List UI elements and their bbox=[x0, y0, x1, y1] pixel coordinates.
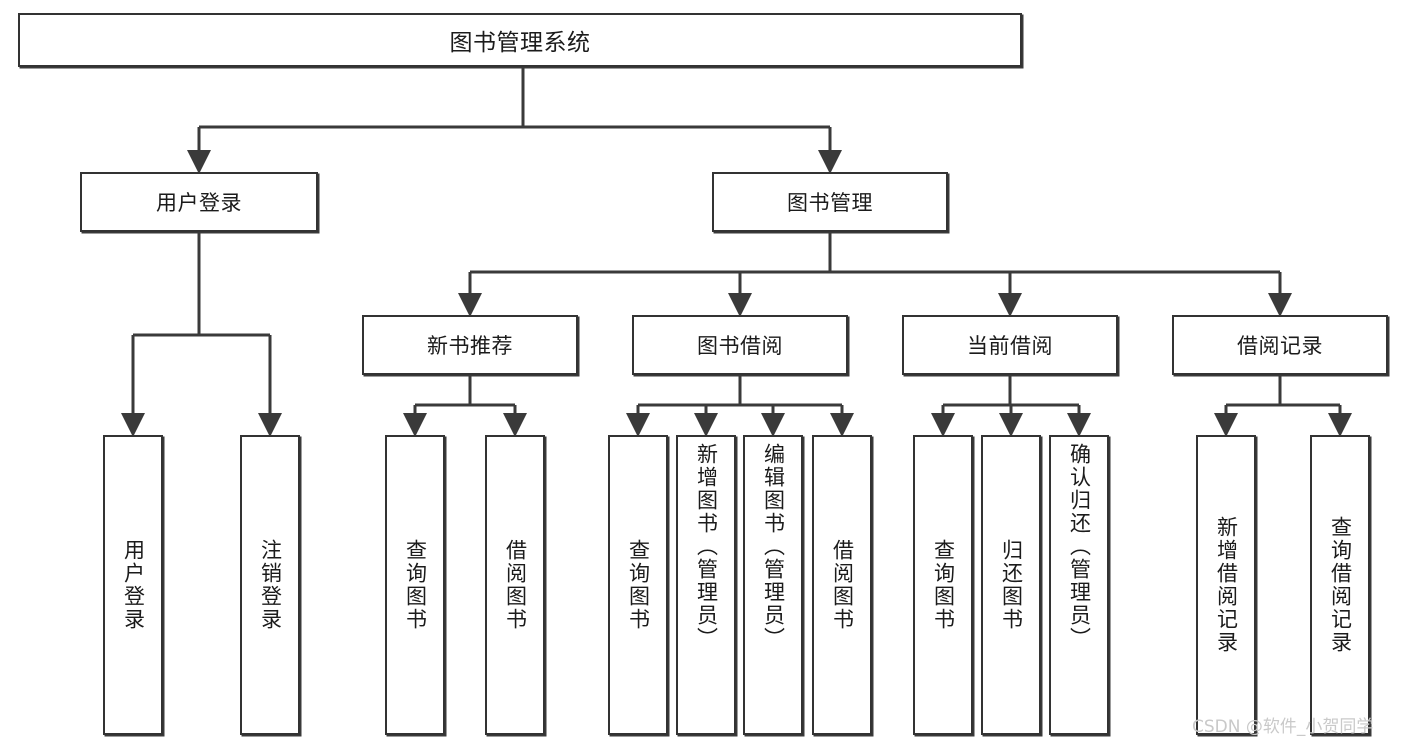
node-leaf-borrow-book-1[interactable]: 借阅图书 bbox=[485, 435, 545, 735]
node-borrow-record[interactable]: 借阅记录 bbox=[1172, 315, 1388, 375]
node-leaf-user-login[interactable]: 用户登录 bbox=[103, 435, 163, 735]
node-user-login[interactable]: 用户登录 bbox=[80, 172, 318, 232]
node-leaf-add-book-label: 新增图书（管理员） bbox=[694, 443, 719, 650]
node-leaf-query-book-2[interactable]: 查询图书 bbox=[608, 435, 668, 735]
node-leaf-query-record[interactable]: 查询借阅记录 bbox=[1310, 435, 1370, 735]
node-leaf-logout-label: 注销登录 bbox=[258, 539, 283, 631]
node-book-management[interactable]: 图书管理 bbox=[712, 172, 948, 232]
node-root-label: 图书管理系统 bbox=[449, 30, 591, 56]
node-leaf-logout[interactable]: 注销登录 bbox=[240, 435, 300, 735]
node-leaf-query-record-label: 查询借阅记录 bbox=[1328, 516, 1353, 654]
node-leaf-query-book-1-label: 查询图书 bbox=[403, 539, 428, 631]
node-leaf-return-book[interactable]: 归还图书 bbox=[981, 435, 1041, 735]
node-book-borrow-label: 图书借阅 bbox=[697, 334, 783, 358]
node-book-management-label: 图书管理 bbox=[787, 191, 873, 215]
node-leaf-borrow-book-2[interactable]: 借阅图书 bbox=[812, 435, 872, 735]
node-leaf-edit-book[interactable]: 编辑图书（管理员） bbox=[743, 435, 803, 735]
node-leaf-user-login-label: 用户登录 bbox=[121, 539, 146, 631]
node-leaf-return-book-label: 归还图书 bbox=[999, 539, 1024, 631]
node-leaf-borrow-book-2-label: 借阅图书 bbox=[830, 539, 855, 631]
node-leaf-query-book-3-label: 查询图书 bbox=[931, 539, 956, 631]
node-leaf-query-book-3[interactable]: 查询图书 bbox=[913, 435, 973, 735]
node-book-borrow[interactable]: 图书借阅 bbox=[632, 315, 848, 375]
node-leaf-confirm-return[interactable]: 确认归还（管理员） bbox=[1049, 435, 1109, 735]
node-borrow-record-label: 借阅记录 bbox=[1237, 334, 1323, 358]
node-new-book-recommend[interactable]: 新书推荐 bbox=[362, 315, 578, 375]
node-user-login-label: 用户登录 bbox=[156, 191, 242, 215]
node-leaf-query-book-2-label: 查询图书 bbox=[626, 539, 651, 631]
node-new-book-recommend-label: 新书推荐 bbox=[427, 334, 513, 358]
node-leaf-query-book-1[interactable]: 查询图书 bbox=[385, 435, 445, 735]
node-leaf-confirm-return-label: 确认归还（管理员） bbox=[1067, 443, 1092, 650]
node-leaf-edit-book-label: 编辑图书（管理员） bbox=[761, 443, 786, 650]
node-leaf-borrow-book-1-label: 借阅图书 bbox=[503, 539, 528, 631]
node-leaf-add-record-label: 新增借阅记录 bbox=[1214, 516, 1239, 654]
node-root[interactable]: 图书管理系统 bbox=[18, 13, 1022, 67]
node-current-borrow[interactable]: 当前借阅 bbox=[902, 315, 1118, 375]
node-current-borrow-label: 当前借阅 bbox=[967, 334, 1053, 358]
node-leaf-add-record[interactable]: 新增借阅记录 bbox=[1196, 435, 1256, 735]
node-leaf-add-book[interactable]: 新增图书（管理员） bbox=[676, 435, 736, 735]
